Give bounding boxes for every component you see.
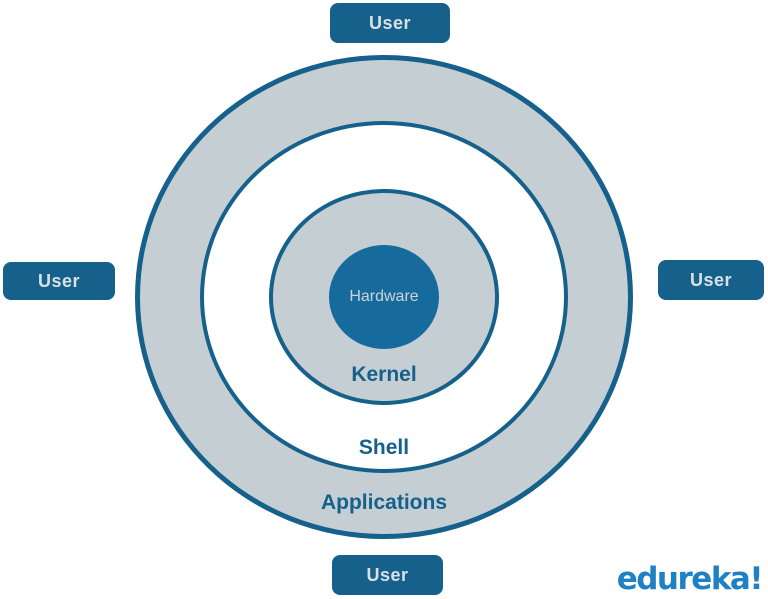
shell-label: Shell	[358, 436, 410, 459]
user-box-left: User	[3, 262, 115, 300]
edureka-logo: edureka!	[616, 561, 764, 597]
applications-label: Applications	[320, 491, 447, 514]
user-box-top: User	[330, 3, 450, 43]
user-box-right: User	[658, 260, 764, 300]
hardware-label: Hardware	[349, 288, 419, 305]
user-box-bottom: User	[332, 555, 443, 595]
hardware-circle	[329, 245, 439, 349]
kernel-label: Kernel	[351, 363, 417, 386]
